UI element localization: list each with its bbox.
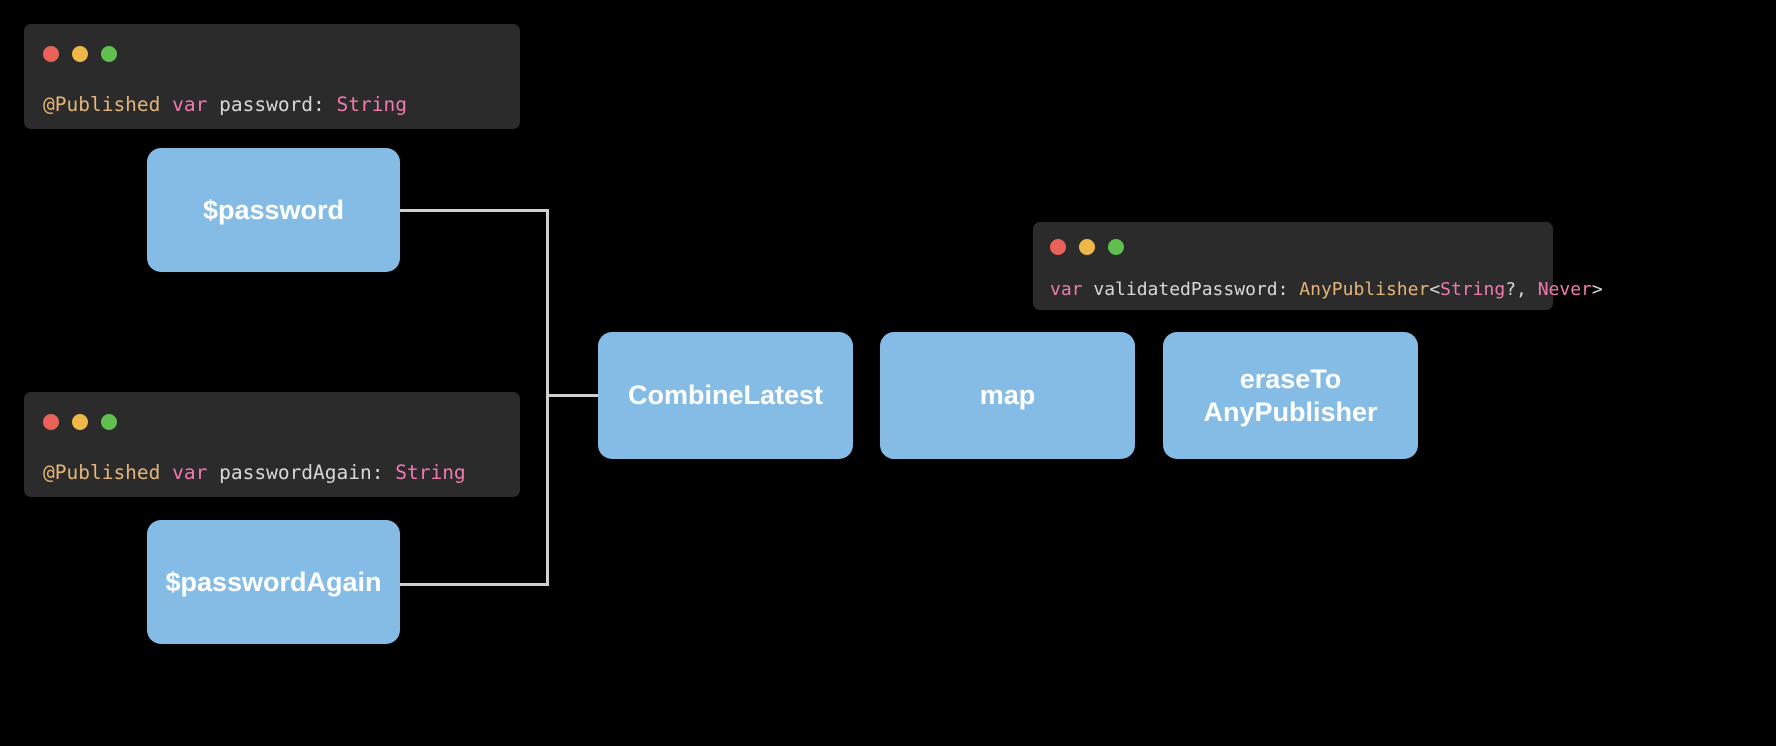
window-controls <box>1050 239 1124 255</box>
zoom-icon[interactable] <box>1108 239 1124 255</box>
code-token: var <box>1050 279 1083 300</box>
code-token: ?, <box>1505 279 1538 300</box>
code-line-password: @Published var password: String <box>43 95 407 115</box>
window-controls <box>43 46 117 62</box>
node-erase-to-any-publisher[interactable]: eraseTo AnyPublisher <box>1163 332 1418 459</box>
close-icon[interactable] <box>43 46 59 62</box>
code-token: passwordAgain: <box>207 461 396 484</box>
code-card-password-again: @Published var passwordAgain: String <box>24 392 520 497</box>
code-token: var <box>172 461 208 484</box>
code-token: AnyPublisher <box>1299 279 1430 300</box>
node-password-again-label: $passwordAgain <box>165 566 382 597</box>
code-token: @Published <box>43 461 161 484</box>
code-token: password: <box>207 93 337 116</box>
code-token: < <box>1429 279 1441 300</box>
code-token <box>160 461 172 484</box>
node-combine-latest-label: CombineLatest <box>627 380 824 411</box>
minimize-icon[interactable] <box>72 414 88 430</box>
wire-password-again-to-trunk <box>398 583 549 586</box>
close-icon[interactable] <box>43 414 59 430</box>
code-line-validated-password: var validatedPassword: AnyPublisher<Stri… <box>1050 281 1603 299</box>
zoom-icon[interactable] <box>101 46 117 62</box>
code-token: var <box>172 93 208 116</box>
code-card-validated-password: var validatedPassword: AnyPublisher<Stri… <box>1033 222 1603 310</box>
code-token: String <box>395 461 466 484</box>
wire-trunk-to-combine-latest <box>546 394 602 397</box>
node-map[interactable]: map <box>880 332 1135 459</box>
close-icon[interactable] <box>1050 239 1066 255</box>
node-combine-latest[interactable]: CombineLatest <box>598 332 853 459</box>
code-token: validatedPassword: <box>1082 279 1300 300</box>
code-line-password-again: @Published var passwordAgain: String <box>43 463 466 483</box>
node-password-label: $password <box>202 194 345 225</box>
code-token: String <box>1440 279 1506 300</box>
code-token: Never <box>1537 279 1592 300</box>
minimize-icon[interactable] <box>1079 239 1095 255</box>
zoom-icon[interactable] <box>101 414 117 430</box>
window-controls <box>43 414 117 430</box>
minimize-icon[interactable] <box>72 46 88 62</box>
node-password-again[interactable]: $passwordAgain <box>147 520 400 644</box>
node-password[interactable]: $password <box>147 148 400 272</box>
code-token: @Published <box>43 93 161 116</box>
node-map-label: map <box>979 380 1036 411</box>
wire-password-to-trunk <box>398 209 549 212</box>
code-token: > <box>1591 279 1603 300</box>
code-token: String <box>336 93 407 116</box>
node-erase-to-any-publisher-label: eraseTo AnyPublisher <box>1203 363 1378 427</box>
code-card-password: @Published var password: String <box>24 24 520 129</box>
code-token <box>160 93 172 116</box>
wire-trunk-vertical <box>546 209 549 586</box>
